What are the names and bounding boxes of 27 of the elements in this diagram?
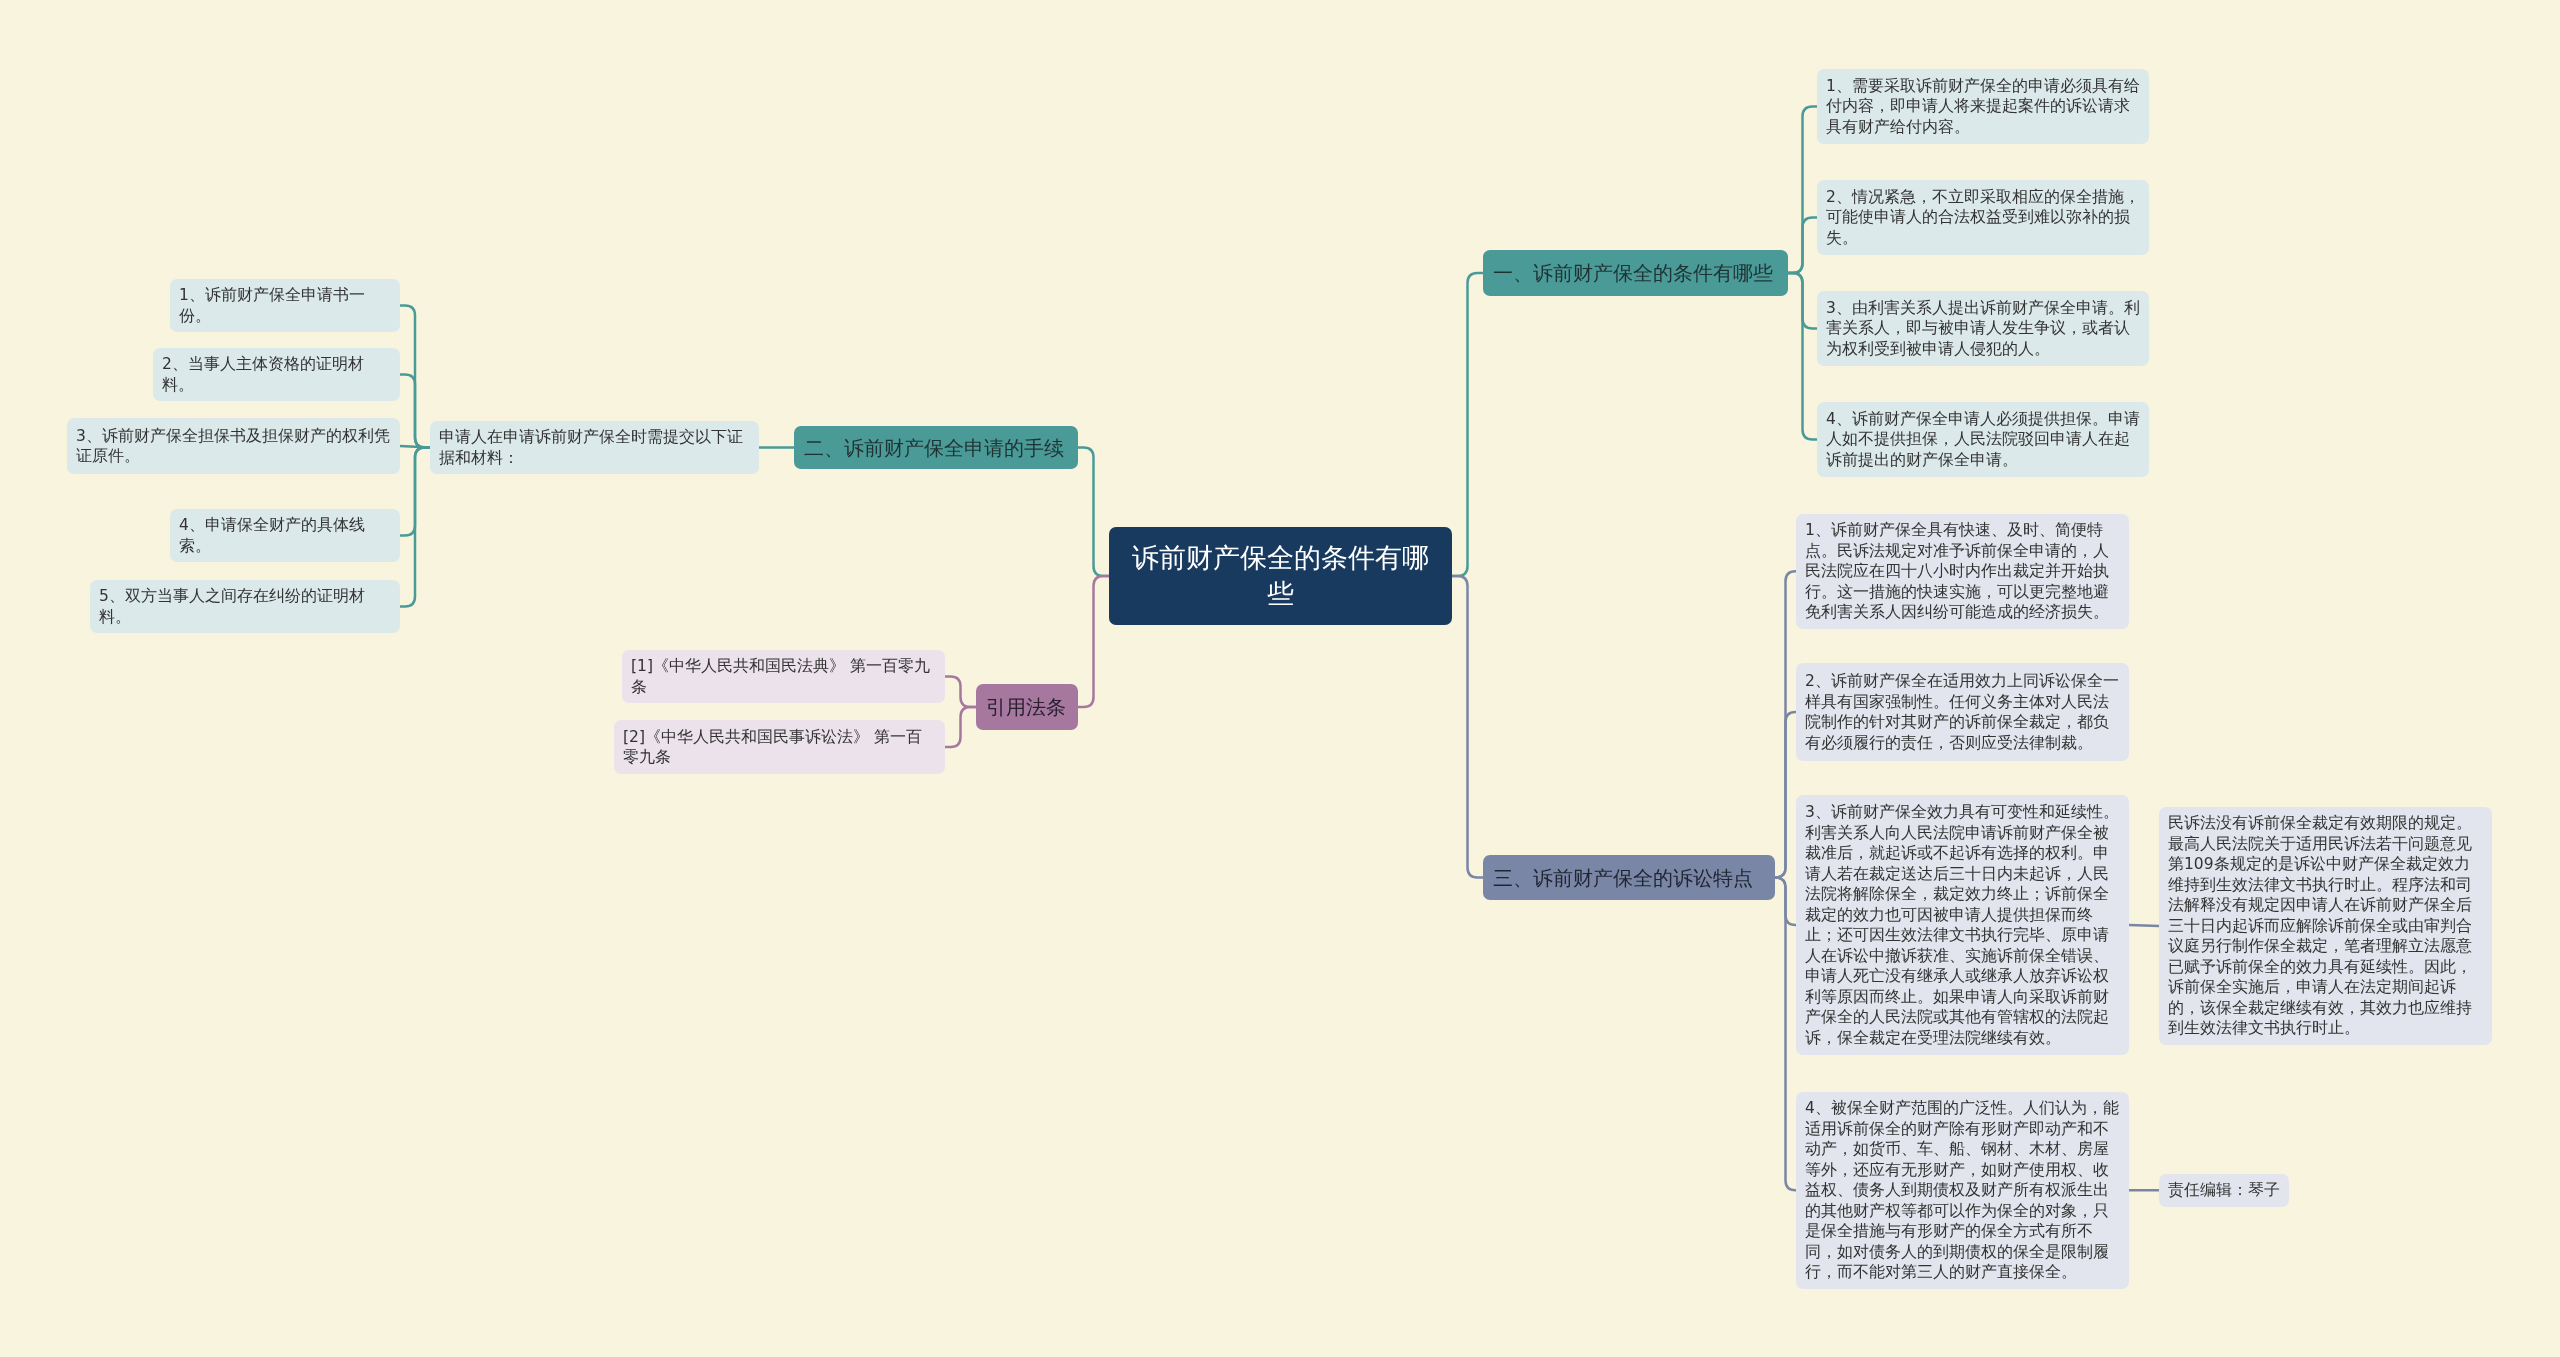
topic-box: 申请人在申请诉前财产保全时需提交以下证据和材料： — [430, 421, 759, 474]
topic-box: 2、当事人主体资格的证明材料。 — [153, 348, 400, 401]
topic-box: 责任编辑：琴子 — [2159, 1174, 2289, 1207]
topic-box: 4、诉前财产保全申请人必须提供担保。申请人如不提供担保，人民法院驳回申请人在起诉前提出的财产保全申请。 — [1817, 402, 2149, 477]
branch-topic: 二、诉前财产保全申请的手续 — [794, 426, 1078, 469]
topic-box: 1、诉前财产保全具有快速、及时、简便特点。民诉法规定对准予诉前保全申请的，人民法院应在四十八小时内作出裁定并开始执行。这一措施的快速实施，可以更完整地避免利害关系人因纠纷可能造成的经济损失。 — [1796, 514, 2129, 629]
topic-box: 5、双方当事人之间存在纠纷的证明材料。 — [90, 580, 400, 633]
topic-box: 2、诉前财产保全在适用效力上同诉讼保全一样具有国家强制性。任何义务主体对人民法院制作的针对其财产的诉前保全裁定，都负有必须履行的责任，否则应受法律制裁。 — [1796, 663, 2129, 761]
connector — [2128, 923, 2160, 928]
topic-box: 4、被保全财产范围的广泛性。人们认为，能适用诉前保全的财产除有形财产即动产和不动产，如货币、车、船、钢材、木材、房屋等外，还应有无形财产，如财产使用权、收益权、债务人到期债权及财产所有权派生出的其他财产权等都可以作为保全的对象，只是保全措施与有形财产的保全方式有所不同，如对债务人的到期债权的保全是限制履行，而不能对第三人的财产直接保全。 — [1796, 1092, 2129, 1289]
topic-box: [1]《中华人民共和国民法典》 第一百零九条 — [622, 650, 945, 703]
topic-box: 3、由利害关系人提出诉前财产保全申请。利害关系人，即与被申请人发生争议，或者认为权利受到被申请人侵犯的人。 — [1817, 291, 2149, 366]
topic-box: [2]《中华人民共和国民事诉讼法》 第一百零九条 — [614, 720, 945, 774]
connector — [759, 446, 794, 449]
topic-box: 1、诉前财产保全申请书一份。 — [170, 279, 400, 332]
topic-box: 1、需要采取诉前财产保全的申请必须具有给付内容，即申请人将来提起案件的诉讼请求具有财产给付内容。 — [1817, 69, 2149, 144]
topic-box: 4、申请保全财产的具体线索。 — [170, 509, 400, 562]
topic-box: 3、诉前财产保全效力具有可变性和延续性。利害关系人向人民法院申请诉前财产保全被裁准后，就起诉或不起诉有选择的权利。申请人若在裁定送达后三十日内未起诉，人民法院将解除保全，裁定效力终止；诉前保全裁定的效力也可因被申请人提供担保而终止；还可因生效法律文书执行完毕、原申请人在诉讼中撤诉获准、实施诉前保全错误、申请人死亡没有继承人或继承人放弃诉讼权利等原因而终止。如果申请人向采取诉前财产保全的人民法院或其他有管辖权的法院起诉，保全裁定在受理法院继续有效。 — [1796, 795, 2129, 1055]
topic-box: 3、诉前财产保全担保书及担保财产的权利凭证原件。 — [67, 418, 400, 474]
branch-topic: 引用法条 — [976, 684, 1078, 730]
branch-topic: 三、诉前财产保全的诉讼特点 — [1483, 855, 1775, 900]
topic-box: 民诉法没有诉前保全裁定有效期限的规定。最高人民法院关于适用民诉法若干问题意见第109条规定的是诉讼中财产保全裁定效力维持到生效法律文书执行时止。程序法和司法解释没有规定因申请人在诉前财产保全后三十日内起诉而应解除诉前保全或由审判合议庭另行制作保全裁定，笔者理解立法愿意已赋予诉前保全的效力具有延续性。因此，诉前保全实施后，申请人在法定期间起诉的，该保全裁定继续有效，其效力也应维持到生效法律文书执行时止。 — [2159, 807, 2492, 1045]
topic-box: 2、情况紧急，不立即采取相应的保全措施，可能使申请人的合法权益受到难以弥补的损失。 — [1817, 180, 2149, 255]
branch-topic: 一、诉前财产保全的条件有哪些 — [1483, 250, 1788, 296]
central-topic: 诉前财产保全的条件有哪些 — [1109, 527, 1452, 625]
connector — [945, 705, 976, 749]
connector — [2129, 1189, 2159, 1192]
